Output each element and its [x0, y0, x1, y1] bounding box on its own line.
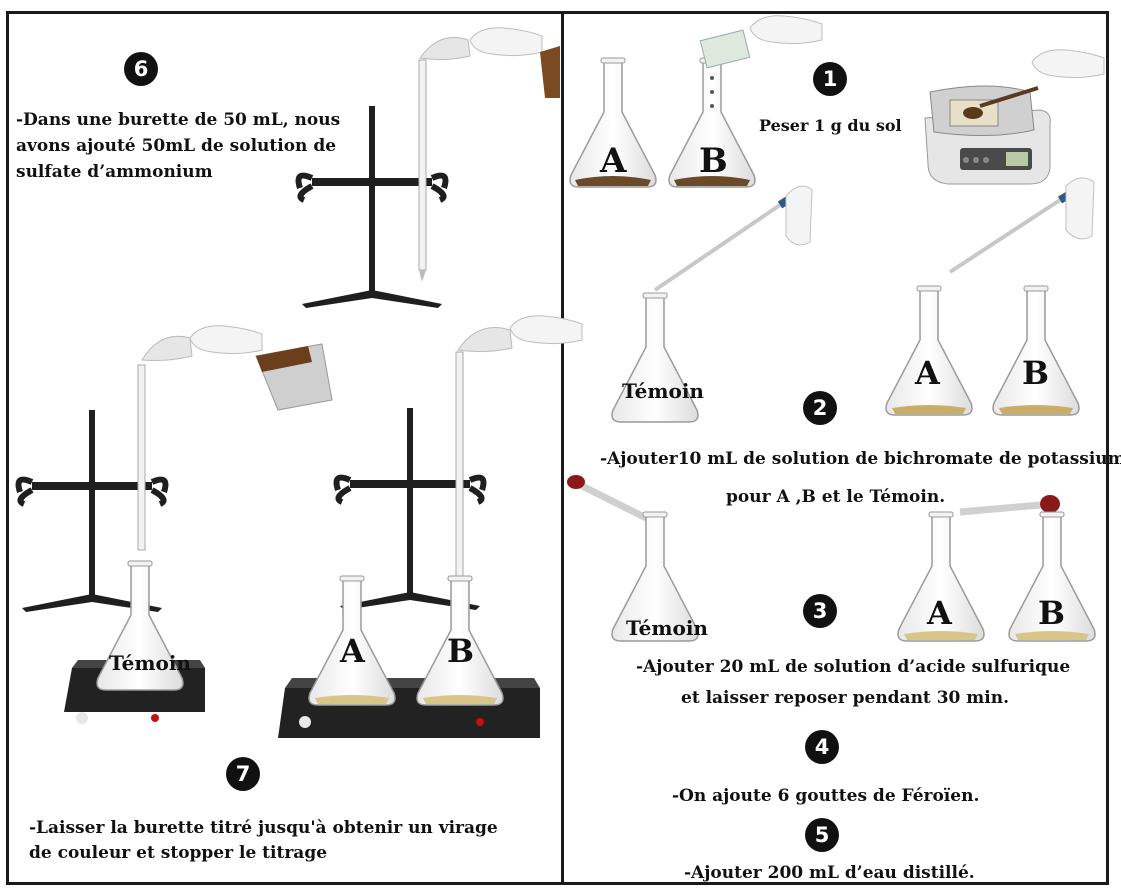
pipette-right-step2: [948, 177, 1095, 274]
flask-a-step7: [308, 575, 396, 706]
flask-b-step2: [992, 285, 1080, 416]
step1-text: Peser 1 g du sol: [759, 116, 902, 135]
flask-label-a-step7: A: [339, 632, 366, 670]
flask-b-step3: [1008, 511, 1096, 642]
stand-step7-left: [19, 325, 333, 612]
pipette-left-step2: [653, 185, 813, 292]
step6-text-line2: avons ajouté 50mL de solution de: [16, 136, 337, 156]
balance-step1: [924, 49, 1105, 185]
step2-text-line1: -Ajouter10 mL de solution de bichromate …: [600, 449, 1121, 469]
flask-b-step1: [668, 57, 756, 188]
flask-b-step7: [416, 575, 504, 706]
step-badge-5: 5: [805, 818, 839, 852]
step-badge-1: 1: [813, 62, 847, 96]
step3-text-line2: et laisser reposer pendant 30 min.: [681, 688, 1010, 708]
flask-label-temoin-step3: Témoin: [626, 616, 708, 640]
panel-divider: [561, 11, 564, 885]
figure-frame: [6, 11, 1109, 885]
flask-label-a-step2: A: [914, 354, 941, 392]
flask-label-b-step3: B: [1038, 594, 1065, 632]
flask-label-temoin-step7: Témoin: [109, 651, 191, 675]
flask-label-a-step3: A: [926, 594, 953, 632]
stand-step6: [299, 27, 560, 308]
step-badge-3: 3: [803, 594, 837, 628]
stand-step7-right: [337, 315, 583, 610]
flask-label-a-step1: A: [599, 141, 627, 181]
step-badge-4: 4: [805, 730, 839, 764]
step-badge-6: 6: [124, 52, 158, 86]
flask-label-b-step2: B: [1022, 354, 1049, 392]
step7-text-line1: -Laisser la burette titré jusqu'à obteni…: [29, 818, 498, 838]
step6-text-line1: -Dans une burette de 50 mL, nous: [16, 110, 341, 130]
step4-text: -On ajoute 6 gouttes de Féroïen.: [672, 786, 980, 806]
step3-text-line1: -Ajouter 20 mL de solution d’acide sulfu…: [636, 657, 1071, 677]
flask-a-step2: [885, 285, 973, 416]
flask-a-step3: [897, 511, 985, 642]
step-badge-7: 7: [226, 757, 260, 791]
flask-a-step1: [569, 57, 657, 188]
flask-label-b-step1: B: [699, 141, 728, 181]
flask-label-temoin-step2: Témoin: [622, 379, 704, 403]
weighing-paper-step1: [699, 15, 823, 69]
step6-text-line3: sulfate d’ammonium: [16, 162, 213, 182]
step7-text-line2: de couleur et stopper le titrage: [29, 843, 328, 863]
flask-label-b-step7: B: [447, 632, 474, 670]
dropper-right-step3: [959, 495, 1060, 516]
step-badge-2: 2: [803, 391, 837, 425]
step2-text-line2: pour A ,B et le Témoin.: [726, 487, 946, 507]
step5-text: -Ajouter 200 mL d’eau distillé.: [684, 863, 975, 883]
